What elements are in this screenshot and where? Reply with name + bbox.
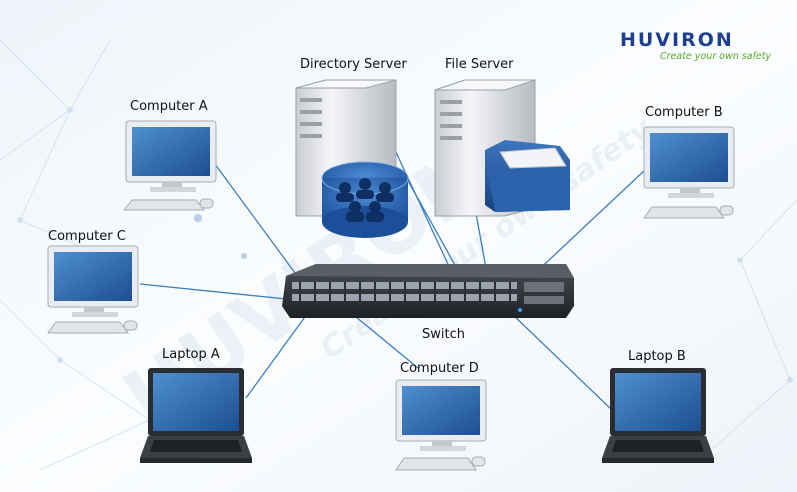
desktop-monitor-icon bbox=[122, 120, 217, 211]
cable-laptop-b bbox=[509, 311, 613, 411]
switch: Switch bbox=[282, 264, 574, 342]
huviron-logo: HUVIRON Create your own safety bbox=[620, 29, 771, 62]
folder-icon bbox=[485, 140, 570, 212]
file-server-label: File Server bbox=[445, 57, 514, 72]
desktop-monitor-icon bbox=[395, 379, 487, 471]
user-database-icon bbox=[321, 161, 409, 238]
cable-laptop-a bbox=[245, 309, 311, 399]
laptop-a: Laptop A bbox=[140, 347, 252, 463]
svg-text:HUVIRON: HUVIRON bbox=[620, 29, 734, 51]
cable-computer-d bbox=[349, 311, 419, 369]
computer-a-label: Computer A bbox=[130, 99, 208, 114]
laptop-b: Laptop B bbox=[602, 349, 714, 463]
desktop-monitor-icon bbox=[47, 245, 139, 334]
computer-d-label: Computer D bbox=[400, 361, 479, 376]
network-switch-icon bbox=[282, 264, 574, 318]
file-server: File Server bbox=[434, 57, 570, 217]
computer-c: Computer C bbox=[47, 229, 139, 334]
cable-computer-c bbox=[139, 283, 297, 301]
directory-server: Directory Server bbox=[295, 57, 409, 238]
computer-b-label: Computer B bbox=[645, 105, 723, 120]
laptop-b-label: Laptop B bbox=[628, 349, 686, 364]
desktop-monitor-icon bbox=[643, 126, 735, 219]
directory-server-label: Directory Server bbox=[300, 57, 407, 72]
laptop-icon bbox=[602, 368, 714, 463]
switch-label: Switch bbox=[422, 327, 465, 342]
computer-b: Computer B bbox=[643, 105, 735, 219]
laptop-a-label: Laptop A bbox=[162, 347, 220, 362]
background-mesh bbox=[0, 39, 797, 471]
svg-text:Create your own safety: Create your own safety bbox=[660, 51, 771, 62]
computer-d: Computer D bbox=[395, 361, 487, 471]
laptop-icon bbox=[140, 368, 252, 463]
computer-c-label: Computer C bbox=[48, 229, 126, 244]
network-cables bbox=[139, 149, 646, 411]
cable-computer-a bbox=[211, 159, 307, 289]
computer-a: Computer A bbox=[122, 99, 217, 211]
